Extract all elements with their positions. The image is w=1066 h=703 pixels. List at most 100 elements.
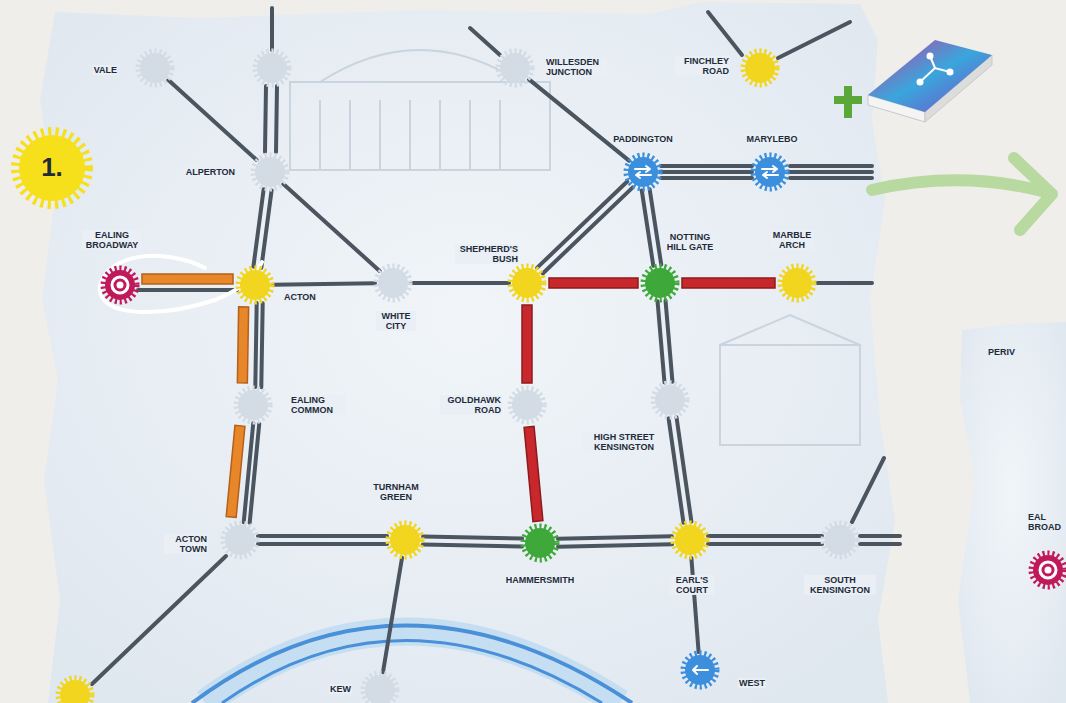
- station-node: EALING COMMON: [233, 385, 273, 425]
- track-connector: [658, 301, 673, 383]
- tile-icon: [947, 69, 954, 76]
- arrow-icon: [693, 666, 708, 674]
- station-splat: [640, 263, 680, 303]
- track-connector: [708, 536, 822, 544]
- track: [265, 86, 277, 152]
- station-node: MARBLE ARCH: [777, 263, 817, 303]
- track-connector: [226, 423, 259, 523]
- station-label-box: VALE: [93, 65, 118, 75]
- arrow-shaft: [872, 181, 1046, 193]
- splat-rim: [500, 53, 531, 84]
- splat-core: [685, 655, 715, 685]
- track-line: [691, 558, 698, 652]
- station-splat: [1033, 555, 1063, 585]
- splat-rim: [240, 270, 271, 301]
- station-label-box: TURNHAM GREEN: [370, 482, 422, 502]
- station-node: EARL'S COURT: [670, 520, 710, 560]
- splat-core: [755, 157, 785, 187]
- track-line: [708, 542, 822, 546]
- tile-icon: [917, 79, 924, 86]
- station-label-box: NOTTING HILL GATE: [662, 232, 718, 252]
- plus-bar: [844, 86, 852, 118]
- track-line: [255, 303, 256, 387]
- station-label-box: ACTON TOWN: [164, 534, 208, 554]
- station-splat: [220, 520, 260, 560]
- unnamed-station: [60, 680, 91, 703]
- track-connector: [537, 182, 633, 274]
- splat-core: [365, 675, 395, 703]
- track-line: [543, 187, 633, 273]
- splat-core: [238, 390, 268, 420]
- station-name: MARYLEBO: [745, 134, 798, 144]
- splat-rim: [390, 525, 421, 556]
- river-bank: [222, 641, 602, 703]
- callout-number: 1.: [41, 153, 63, 182]
- station-label-box: EALING COMMON: [290, 395, 346, 415]
- station-splat: [135, 48, 175, 88]
- station-label-box: GOLDHAWK ROAD: [440, 395, 502, 415]
- station-splat: [777, 263, 817, 303]
- track-line: [661, 164, 752, 168]
- ring-icon: [112, 277, 128, 293]
- track-line: [642, 190, 654, 265]
- arrow-head: [1014, 158, 1052, 230]
- track: [852, 458, 884, 522]
- track: [92, 556, 226, 684]
- station-splat: [373, 263, 413, 303]
- station-label-box: EARL'S COURT: [670, 575, 714, 595]
- station-splat: [507, 385, 547, 425]
- station-name: WEST: [738, 678, 766, 688]
- splat-rim: [140, 53, 171, 84]
- station-splat: [623, 152, 663, 192]
- track: [860, 536, 900, 544]
- track-connector: [558, 536, 672, 546]
- track-connector: [524, 426, 543, 521]
- station-node: WEST: [680, 650, 720, 690]
- splat-core: [140, 53, 170, 83]
- splat-rim: [755, 157, 786, 188]
- station-node: MARYLEBO: [750, 152, 790, 192]
- station-name: ACTON TOWN: [164, 534, 208, 554]
- track-lines: [92, 8, 900, 684]
- splat-rim: [745, 53, 776, 84]
- track-connector: [682, 278, 775, 288]
- station-node: WILLESDEN JUNCTION: [495, 48, 535, 88]
- track-line: [708, 534, 822, 538]
- track-line: [383, 558, 402, 672]
- swap-icon: [635, 166, 651, 178]
- station-label-box: KEW: [329, 684, 352, 694]
- train-piece: [237, 307, 248, 383]
- track-connector: [237, 303, 262, 387]
- splat-rim: [525, 528, 556, 559]
- highlight-swoosh: [100, 256, 262, 312]
- track-line: [661, 170, 752, 174]
- station-node: WHITE CITY: [373, 263, 413, 303]
- station-splat: [235, 265, 275, 305]
- track-connector: [661, 166, 752, 178]
- track-line: [261, 303, 262, 387]
- track-line: [258, 534, 387, 538]
- splat-rim: [238, 390, 269, 421]
- map-label: PERIV: [988, 347, 1015, 357]
- river-band: [205, 632, 620, 703]
- station-node: HIGH STREET KENSINGTON: [650, 380, 690, 420]
- station-name: NOTTING HILL GATE: [662, 232, 718, 252]
- station-name: WILLESDEN JUNCTION: [545, 57, 607, 77]
- station-name: SOUTH KENSINGTON: [804, 575, 876, 595]
- station-label-box: PADDINGTON: [612, 134, 674, 144]
- map-panel-right: [958, 322, 1066, 703]
- unnamed-station: [257, 53, 288, 84]
- splat-rim: [105, 270, 136, 301]
- station-node: SHEPHERD'S BUSH: [507, 263, 547, 303]
- building-dome: [320, 50, 520, 82]
- train-piece: [522, 305, 532, 383]
- station-name: PADDINGTON: [612, 134, 674, 144]
- building-outline: [720, 345, 860, 445]
- station-label-box: WEST: [738, 678, 766, 688]
- ring-dot: [117, 282, 124, 289]
- station-ring: [1040, 562, 1056, 578]
- station-name: EARL'S COURT: [670, 575, 714, 595]
- track-line: [168, 80, 256, 160]
- tile-icon: [927, 53, 934, 60]
